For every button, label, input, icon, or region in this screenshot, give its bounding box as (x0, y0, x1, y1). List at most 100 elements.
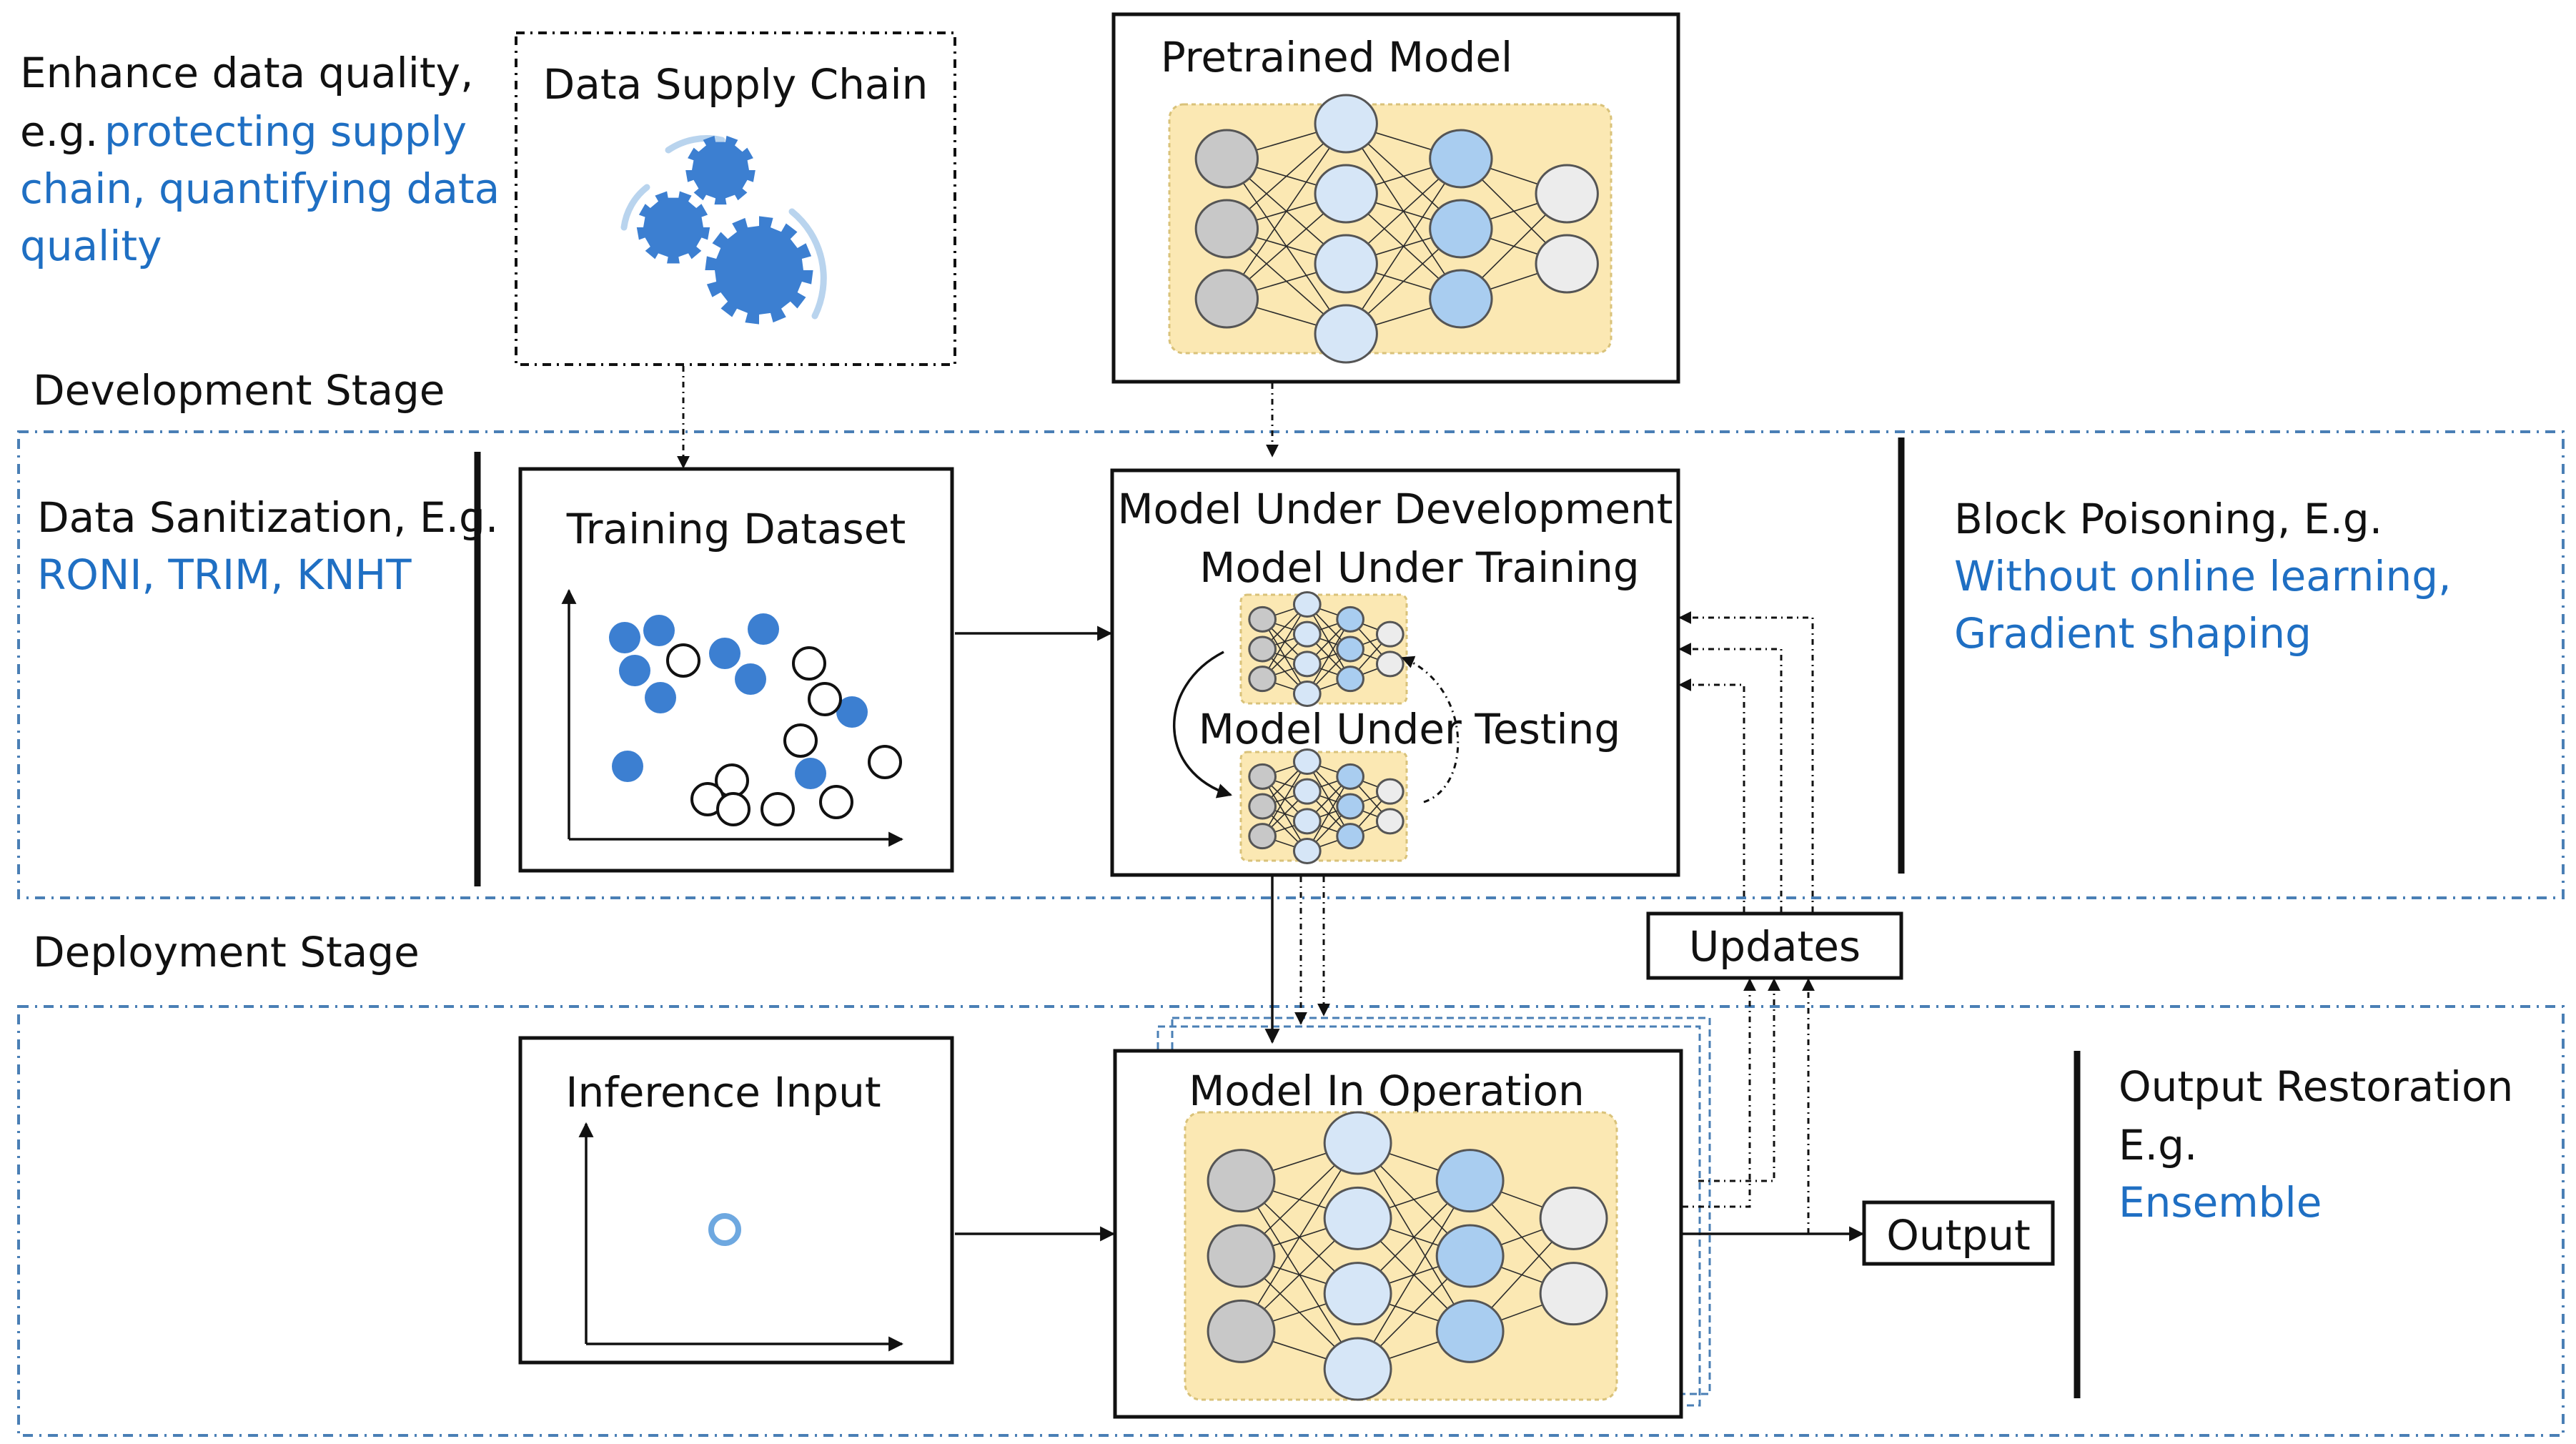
filled-point (709, 638, 740, 669)
data-quality-note: Enhance data quality, e.g. protecting su… (20, 49, 500, 270)
gear-shape (705, 216, 813, 325)
network-node (1314, 304, 1378, 364)
data-sanitization-line-2: RONI, TRIM, KNHT (37, 550, 412, 599)
network-node (1292, 620, 1322, 648)
operation-to-updates-arrow-2 (1698, 978, 1780, 1182)
model-in-operation-box: Model In Operation (1113, 1017, 1711, 1419)
network-node (1292, 808, 1322, 835)
operation-to-updates-arrow-1 (1683, 978, 1756, 1208)
operation-network (1184, 1111, 1618, 1401)
network-node (1314, 234, 1378, 294)
network-node (1248, 605, 1277, 633)
block-poisoning-line-1: Block Poisoning, E.g. (1954, 495, 2382, 543)
note-line-2-prefix: e.g. (20, 107, 98, 156)
network-edge (1345, 158, 1462, 335)
data-sanitization-line-1: Data Sanitization, E.g. (37, 493, 498, 542)
network-edge (1262, 761, 1308, 837)
network-node (1336, 666, 1364, 693)
note-line-1: Enhance data quality, (20, 49, 473, 97)
hollow-point (783, 723, 818, 758)
testing-network (1239, 748, 1408, 864)
data-supply-chain-box: Data Supply Chain (515, 31, 956, 366)
updates-to-model-arrow-2 (1678, 643, 1783, 912)
network-node (1429, 269, 1493, 329)
network-node (1292, 748, 1322, 776)
filled-point (645, 682, 676, 713)
network-background (1184, 1111, 1618, 1401)
inference-input-box: Inference Input (518, 1036, 954, 1365)
network-edge (1307, 776, 1351, 851)
block-poisoning-line-3: Gradient shaping (1954, 609, 2312, 658)
network-node (1375, 808, 1405, 835)
network-edge (1357, 1180, 1471, 1370)
pretrained-network (1168, 94, 1613, 364)
hollow-point (792, 646, 826, 681)
note-line-4-blue: quality (20, 222, 162, 270)
note-line-3-blue: chain, quantifying data (20, 164, 500, 213)
hollow-point (808, 682, 842, 716)
block-poisoning-line-2: Without online learning, (1954, 552, 2452, 600)
hollow-point (819, 785, 853, 819)
network-node (1435, 1299, 1505, 1363)
gears-icon (620, 135, 827, 325)
network-node (1429, 199, 1493, 259)
gear-shape (685, 135, 756, 205)
network-node (1194, 129, 1259, 189)
test-to-train-arrow (1401, 656, 1460, 803)
network-node (1314, 94, 1378, 154)
note-line-2-blue: protecting supply (104, 107, 467, 156)
output-restoration-line-3: Ensemble (2119, 1178, 2322, 1227)
updates-box: Updates (1646, 911, 1903, 980)
network-edge (1240, 1142, 1359, 1332)
filled-point (836, 696, 868, 728)
output-box: Output (1862, 1200, 2055, 1266)
filled-point (735, 663, 766, 695)
network-background (1239, 593, 1408, 705)
network-node (1292, 591, 1322, 618)
output-restoration-line-1: Output Restoration (2119, 1062, 2513, 1111)
model-under-training-label: Model Under Training (1199, 543, 1639, 592)
network-node (1207, 1224, 1276, 1288)
train-to-test-arrow (1173, 651, 1233, 798)
hollow-point (868, 745, 902, 779)
network-node (1535, 164, 1599, 224)
network-node (1248, 666, 1277, 693)
gear-shape (636, 191, 710, 264)
network-node (1375, 620, 1405, 648)
filled-point (795, 758, 826, 789)
training-dataset-title: Training Dataset (566, 505, 906, 553)
network-node (1314, 164, 1378, 224)
network-node (1292, 778, 1322, 805)
inference-input-title: Inference Input (565, 1068, 881, 1117)
network-node (1248, 636, 1277, 663)
network-node (1194, 199, 1259, 259)
network-node (1336, 793, 1364, 820)
network-background (1239, 751, 1408, 862)
network-node (1539, 1262, 1608, 1326)
network-background (1168, 103, 1613, 355)
pretrained-model-title: Pretrained Model (1161, 33, 1512, 81)
network-node (1248, 793, 1277, 820)
model-under-development-title: Model Under Development (1117, 485, 1673, 533)
network-node (1336, 605, 1364, 633)
network-node (1292, 680, 1322, 707)
network-node (1248, 763, 1277, 790)
filled-point (609, 622, 640, 653)
network-node (1336, 636, 1364, 663)
updates-label: Updates (1689, 922, 1861, 971)
model-under-testing-label: Model Under Testing (1199, 705, 1620, 753)
network-node (1323, 1111, 1392, 1175)
network-node (1435, 1149, 1505, 1213)
development-stage-label: Development Stage (33, 366, 445, 415)
deployment-stage-region (17, 1005, 2565, 1437)
output-label: Output (1886, 1211, 2030, 1260)
network-node (1194, 269, 1259, 329)
network-edge (1307, 618, 1351, 694)
output-restoration-line-2: E.g. (2119, 1121, 2197, 1169)
network-node (1292, 837, 1322, 864)
network-node (1323, 1262, 1392, 1326)
deployment-stage-label: Deployment Stage (33, 928, 420, 976)
hollow-point (666, 643, 700, 678)
training-dataset-box: Training Dataset (518, 467, 954, 873)
